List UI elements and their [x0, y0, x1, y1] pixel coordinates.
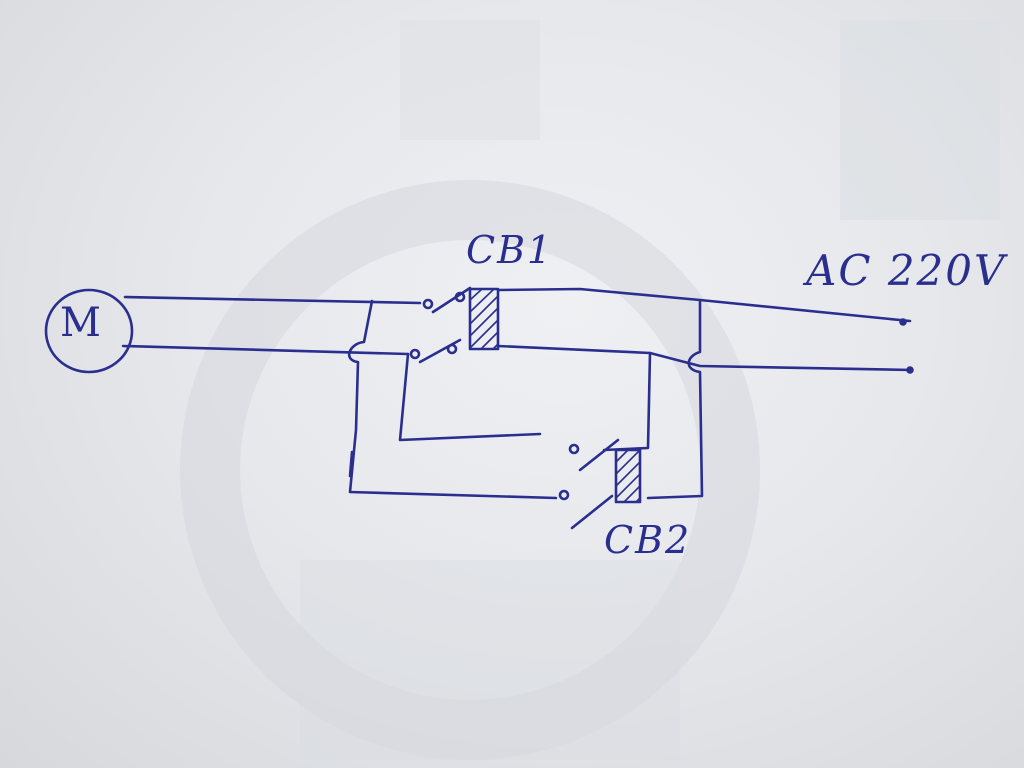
supply-terminal-bottom [906, 366, 914, 374]
right-branch-inner [602, 351, 652, 452]
cb2-label: CB2 [604, 518, 692, 562]
supply-wire-top [496, 287, 912, 323]
left-branch-inner [398, 352, 542, 442]
cb2-blade-bottom [570, 494, 614, 530]
motor-wire-bottom [121, 344, 410, 356]
cb2-blade-top [578, 438, 620, 472]
supply-label: AC 220V [806, 246, 1007, 295]
left-branch-tick [348, 450, 354, 478]
motor-circle [44, 288, 134, 374]
right-branch-outer [646, 298, 704, 500]
cb1-hatched-block [468, 287, 500, 351]
supply-wire-bottom [496, 344, 914, 372]
left-branch-outer [347, 299, 558, 500]
cb1-hatch [469, 288, 499, 350]
supply-terminal-top [899, 318, 907, 326]
cb1-contact-bottom-left [409, 348, 421, 360]
cb1-label: CB1 [466, 228, 554, 272]
cb2-contact-bottom-left [558, 489, 570, 501]
cb2-contact-top-left [568, 443, 580, 455]
motor-wire-top [123, 295, 422, 305]
cb1-contact-top-left [422, 298, 434, 310]
motor-label: M [60, 300, 101, 346]
cb2-hatch [615, 449, 641, 503]
cb1-blade-bottom [418, 338, 462, 364]
cb1-blade-top [431, 286, 472, 314]
